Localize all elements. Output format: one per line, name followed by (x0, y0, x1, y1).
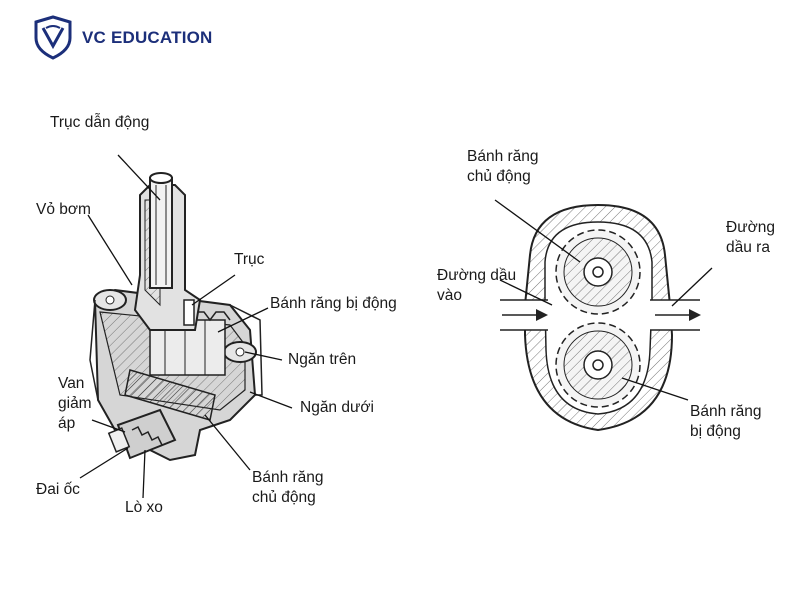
right-leader-lines (494, 199, 713, 401)
label-nut: Đai ốc (36, 481, 80, 498)
drive-gear-shape (124, 369, 216, 421)
label-upper-chamber: Ngăn trên (288, 351, 357, 368)
brand-name: VC EDUCATION (82, 28, 213, 47)
label-pressure-relief-valve: Van giảm áp (58, 375, 92, 432)
label-oil-outlet: Đường dầu ra (726, 219, 775, 256)
label-lower-chamber: Ngăn dưới (300, 399, 374, 416)
vc-shield-icon (34, 15, 72, 60)
label-spring: Lò xo (125, 499, 163, 516)
lower-driven-gear-shape (555, 322, 641, 408)
gear-pump-cutaway (89, 172, 263, 462)
label-drive-gear-left: Bánh răng chủ động (252, 469, 324, 506)
gear-pump-section (499, 203, 701, 432)
label-drive-shaft: Trục dẫn động (50, 114, 150, 131)
label-pump-housing: Vỏ bơm (36, 201, 91, 218)
brand-logo (30, 14, 230, 60)
label-driven-gear-left: Bánh răng bị động (270, 295, 397, 312)
label-driven-gear-right: Bánh răng bị động (690, 403, 762, 440)
relief-valve-shape (107, 408, 177, 460)
label-drive-gear-right: Bánh răng chủ động (467, 148, 539, 185)
left-leader-lines (79, 154, 293, 499)
upper-drive-gear-shape (555, 229, 641, 315)
label-oil-inlet: Đường dầu vào (437, 267, 517, 304)
label-shaft: Trục (234, 251, 265, 268)
